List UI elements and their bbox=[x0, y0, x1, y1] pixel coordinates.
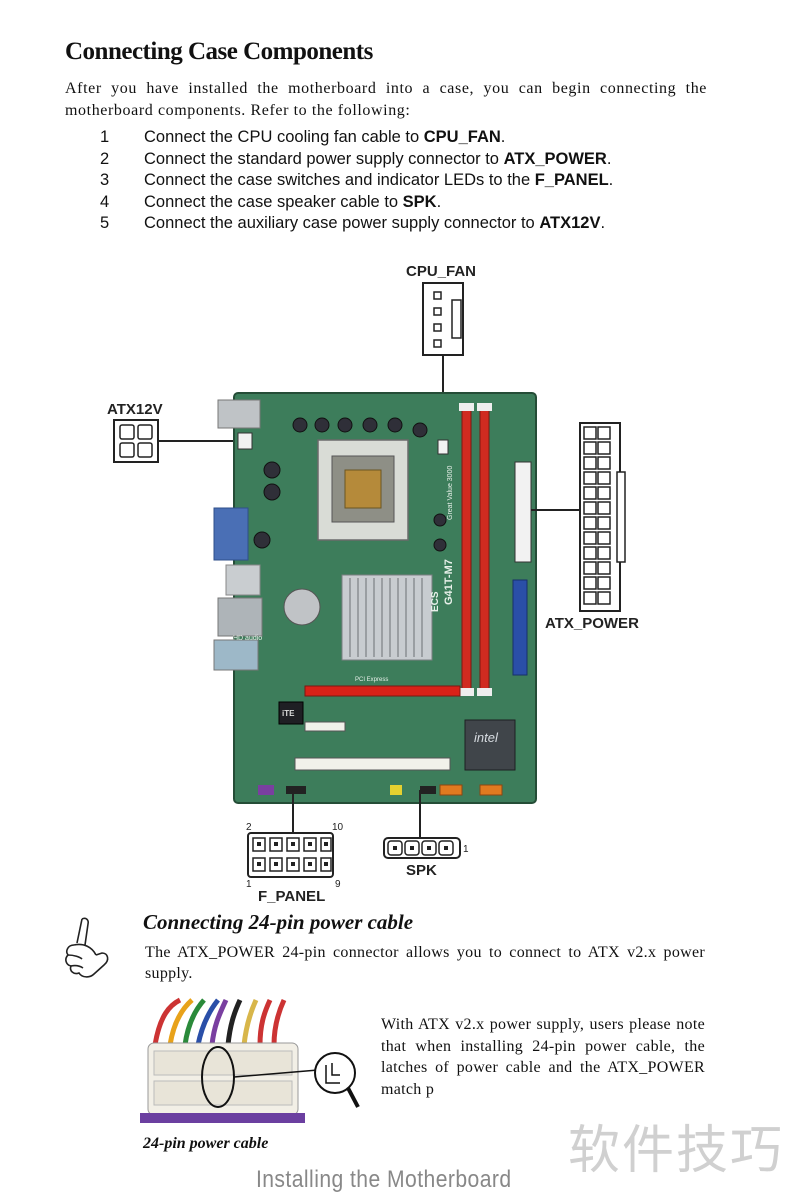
step-item: 1 Connect the CPU cooling fan cable to CP… bbox=[100, 127, 613, 149]
page-title: Connecting Case Components bbox=[65, 38, 373, 65]
step-number: 4 bbox=[100, 192, 110, 211]
step-item: 4 Connect the case speaker cable to SPK. bbox=[100, 192, 613, 214]
f-panel-pin-10: 10 bbox=[332, 822, 344, 833]
step-text: Connect the case speaker cable to bbox=[144, 192, 403, 211]
step-text: Connect the case switches and indicator … bbox=[144, 171, 535, 190]
ite-text: iTE bbox=[282, 709, 295, 718]
step-item: 3 Connect the case switches and indicator… bbox=[100, 170, 613, 192]
step-text: Connect the standard power supply connec… bbox=[144, 149, 504, 168]
step-number: 2 bbox=[100, 149, 110, 168]
pci-express-text: PCI Express bbox=[355, 677, 388, 683]
atx-power-connector bbox=[579, 422, 626, 612]
series-text: Great Value 3000 bbox=[447, 466, 454, 520]
f-panel-connector bbox=[247, 832, 334, 878]
atx12v-connector bbox=[113, 419, 159, 463]
step-connector: ATX_POWER bbox=[503, 149, 607, 168]
spk-label: SPK bbox=[406, 862, 437, 879]
f-panel-label: F_PANEL bbox=[258, 888, 325, 905]
photo-caption: 24-pin power cable bbox=[143, 1135, 269, 1152]
step-item: 2 Connect the standard power supply conne… bbox=[100, 149, 613, 171]
spk-connector bbox=[383, 837, 461, 859]
cpu-fan-label: CPU_FAN bbox=[406, 263, 476, 280]
atx-power-label: ATX_POWER bbox=[545, 615, 639, 632]
motherboard-board: HD audio bbox=[213, 392, 537, 804]
note-title: Connecting 24-pin power cable bbox=[143, 910, 414, 934]
step-end: . bbox=[606, 149, 612, 168]
step-number: 3 bbox=[100, 171, 110, 190]
cpu-fan-connector bbox=[422, 282, 464, 356]
intro-paragraph: After you have installed the motherboard… bbox=[65, 80, 707, 119]
spk-pin-1: 1 bbox=[463, 844, 469, 855]
step-end: . bbox=[500, 128, 506, 146]
step-connector: F_PANEL bbox=[534, 171, 609, 190]
watermark: 软件技巧 bbox=[568, 1121, 785, 1181]
step-end: . bbox=[436, 192, 442, 211]
step-text: Connect the auxiliary case power supply … bbox=[144, 214, 540, 233]
step-number: 1 bbox=[100, 128, 110, 146]
step-connector: ATX12V bbox=[539, 214, 601, 233]
f-panel-pin-9: 9 bbox=[335, 879, 341, 890]
note-warning: With ATX v2.x power supply, users please… bbox=[381, 1016, 705, 1098]
f-panel-pin-1: 1 bbox=[246, 879, 252, 890]
power-cable-photo bbox=[140, 997, 360, 1123]
note-body: The ATX_POWER 24-pin connector allows yo… bbox=[145, 944, 705, 982]
step-item: 5 Connect the auxiliary case power supply… bbox=[100, 213, 613, 235]
brand-text: ECS bbox=[430, 591, 441, 612]
step-connector: SPK bbox=[402, 192, 437, 211]
step-connector: CPU_FAN bbox=[423, 128, 501, 146]
page-footer: Installing the Motherboard bbox=[255, 1166, 512, 1193]
hd-audio-text: HD audio bbox=[233, 635, 262, 642]
intel-text: intel bbox=[474, 730, 499, 745]
step-number: 5 bbox=[100, 214, 110, 233]
connection-steps-list: 1 Connect the CPU cooling fan cable to CP… bbox=[100, 127, 613, 235]
f-panel-pin-2: 2 bbox=[246, 822, 252, 833]
model-text: G41T-M7 bbox=[443, 559, 455, 605]
pointing-hand-icon bbox=[65, 917, 109, 978]
step-end: . bbox=[608, 171, 614, 190]
step-text: Connect the CPU cooling fan cable to bbox=[144, 128, 424, 146]
motherboard-diagram: CPU_FAN ATX12V HD audio bbox=[107, 263, 639, 905]
atx12v-label: ATX12V bbox=[107, 401, 163, 418]
step-end: . bbox=[600, 214, 606, 233]
